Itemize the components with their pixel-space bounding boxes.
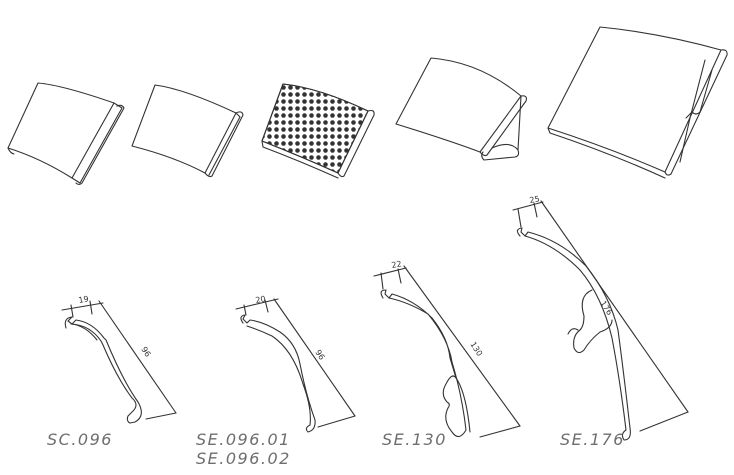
profile-sc096-width: 19 [78,294,90,305]
slat-3d-se176 [547,26,728,179]
profile-label-se09602: SE.096.02 [196,449,291,468]
profile-se09601-height: 96 [313,348,326,361]
profile-se09601-width: 20 [255,294,267,305]
profile-section-sc096: 19 96 [61,294,177,424]
slat-3d-se09601 [131,84,244,178]
profile-section-se176: 25 176 [512,194,689,441]
slat-3d-perforated [261,83,375,179]
profile-section-se09601: 20 96 [235,294,356,433]
profile-section-se130: 22 130 [373,259,521,438]
profile-se130-width: 22 [391,259,403,270]
profile-se176-width: 25 [529,194,541,205]
profile-sc096-height: 96 [139,345,152,358]
profile-label-se09601: SE.096.01 [196,430,291,449]
profile-label-sc096: SC.096 [47,430,113,449]
profile-label-se176: SE.176 [560,430,625,449]
profile-label-se130: SE.130 [382,430,447,449]
profile-se130-height: 130 [468,340,484,358]
slat-3d-se130 [395,57,527,161]
slat-3d-sc096 [7,82,125,186]
